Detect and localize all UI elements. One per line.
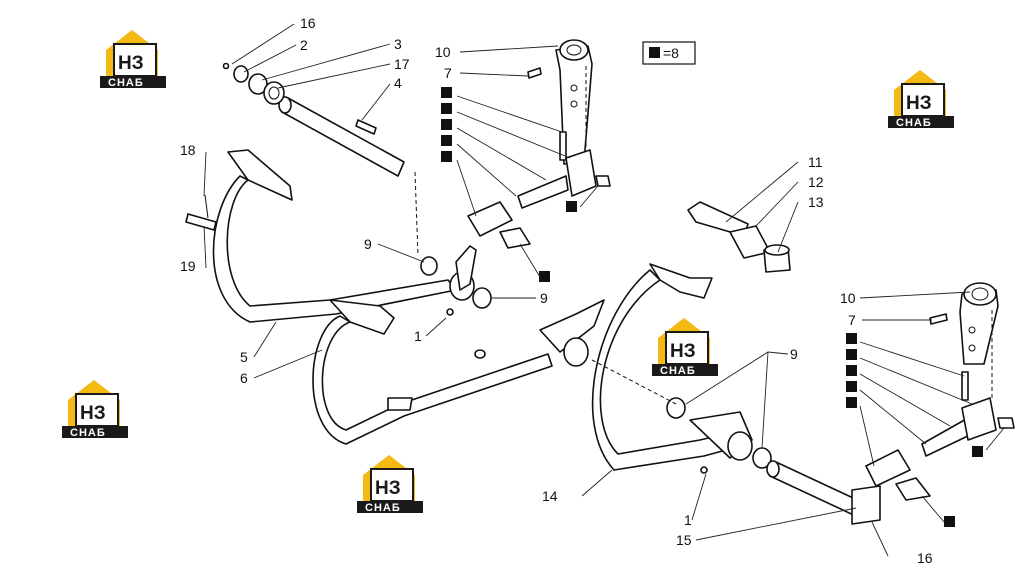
callout-number: 15 — [676, 532, 692, 548]
clutch-pedal-part — [185, 149, 457, 323]
watermark-subtext: СНАБ — [660, 365, 696, 377]
watermark-logo: НЗ СНАБ — [651, 317, 719, 377]
watermark-subtext: СНАБ — [108, 77, 144, 89]
callout-number: 16 — [917, 550, 933, 566]
callout-number: 16 — [300, 15, 316, 31]
shaft-part — [278, 96, 419, 257]
watermark-text: НЗ — [670, 341, 696, 362]
callout-number: 13 — [808, 194, 824, 210]
watermark-subtext: СНАБ — [365, 502, 401, 514]
callout-number: 7 — [848, 312, 856, 328]
watermark-logo: НЗ СНАБ — [99, 29, 167, 89]
callout-number: 1 — [684, 512, 692, 528]
callout-number: 14 — [542, 488, 558, 504]
watermark-text: НЗ — [80, 403, 106, 424]
linkage-part — [865, 282, 1015, 501]
linkage-part — [467, 39, 611, 249]
watermark-text: НЗ — [118, 53, 144, 74]
callout-number: 2 — [300, 37, 308, 53]
callout-number: 12 — [808, 174, 824, 190]
callout-number: 3 — [394, 36, 402, 52]
watermark-text: НЗ — [906, 93, 932, 114]
legend-box: =8 — [642, 41, 696, 65]
callout-labels: 16 2 3 17 4 10 7 18 19 9 9 1 5 6 11 12 1… — [180, 15, 933, 566]
pedal-hub-part — [420, 245, 605, 367]
legend-text: =8 — [663, 45, 679, 61]
callout-number: 18 — [180, 142, 196, 158]
watermark-logo: НЗ СНАБ — [61, 379, 129, 439]
callout-number: 10 — [435, 44, 451, 60]
callout-number: 4 — [394, 75, 402, 91]
brake-pedal-part — [312, 299, 553, 445]
washer-part — [222, 62, 285, 105]
callout-number: 17 — [394, 56, 410, 72]
callout-number: 7 — [444, 65, 452, 81]
callout-number: 19 — [180, 258, 196, 274]
callout-square-marker — [441, 87, 983, 527]
watermark-logo: НЗ СНАБ — [887, 69, 955, 129]
leader-lines — [203, 23, 1005, 557]
callout-number: 5 — [240, 349, 248, 365]
bolt-part — [687, 201, 791, 273]
watermark-logo: НЗ СНАБ — [356, 454, 424, 514]
callout-number: 11 — [808, 154, 823, 170]
callout-number: 1 — [414, 328, 422, 344]
callout-number: 10 — [840, 290, 856, 306]
callout-number: 9 — [790, 346, 798, 362]
watermark-subtext: СНАБ — [896, 117, 932, 129]
callout-number: 9 — [540, 290, 548, 306]
shaft-part — [766, 460, 881, 525]
pedal-part — [591, 263, 772, 474]
callout-number: 6 — [240, 370, 248, 386]
watermark-subtext: СНАБ — [70, 427, 106, 439]
watermark-text: НЗ — [375, 478, 401, 499]
callout-number: 9 — [364, 236, 372, 252]
